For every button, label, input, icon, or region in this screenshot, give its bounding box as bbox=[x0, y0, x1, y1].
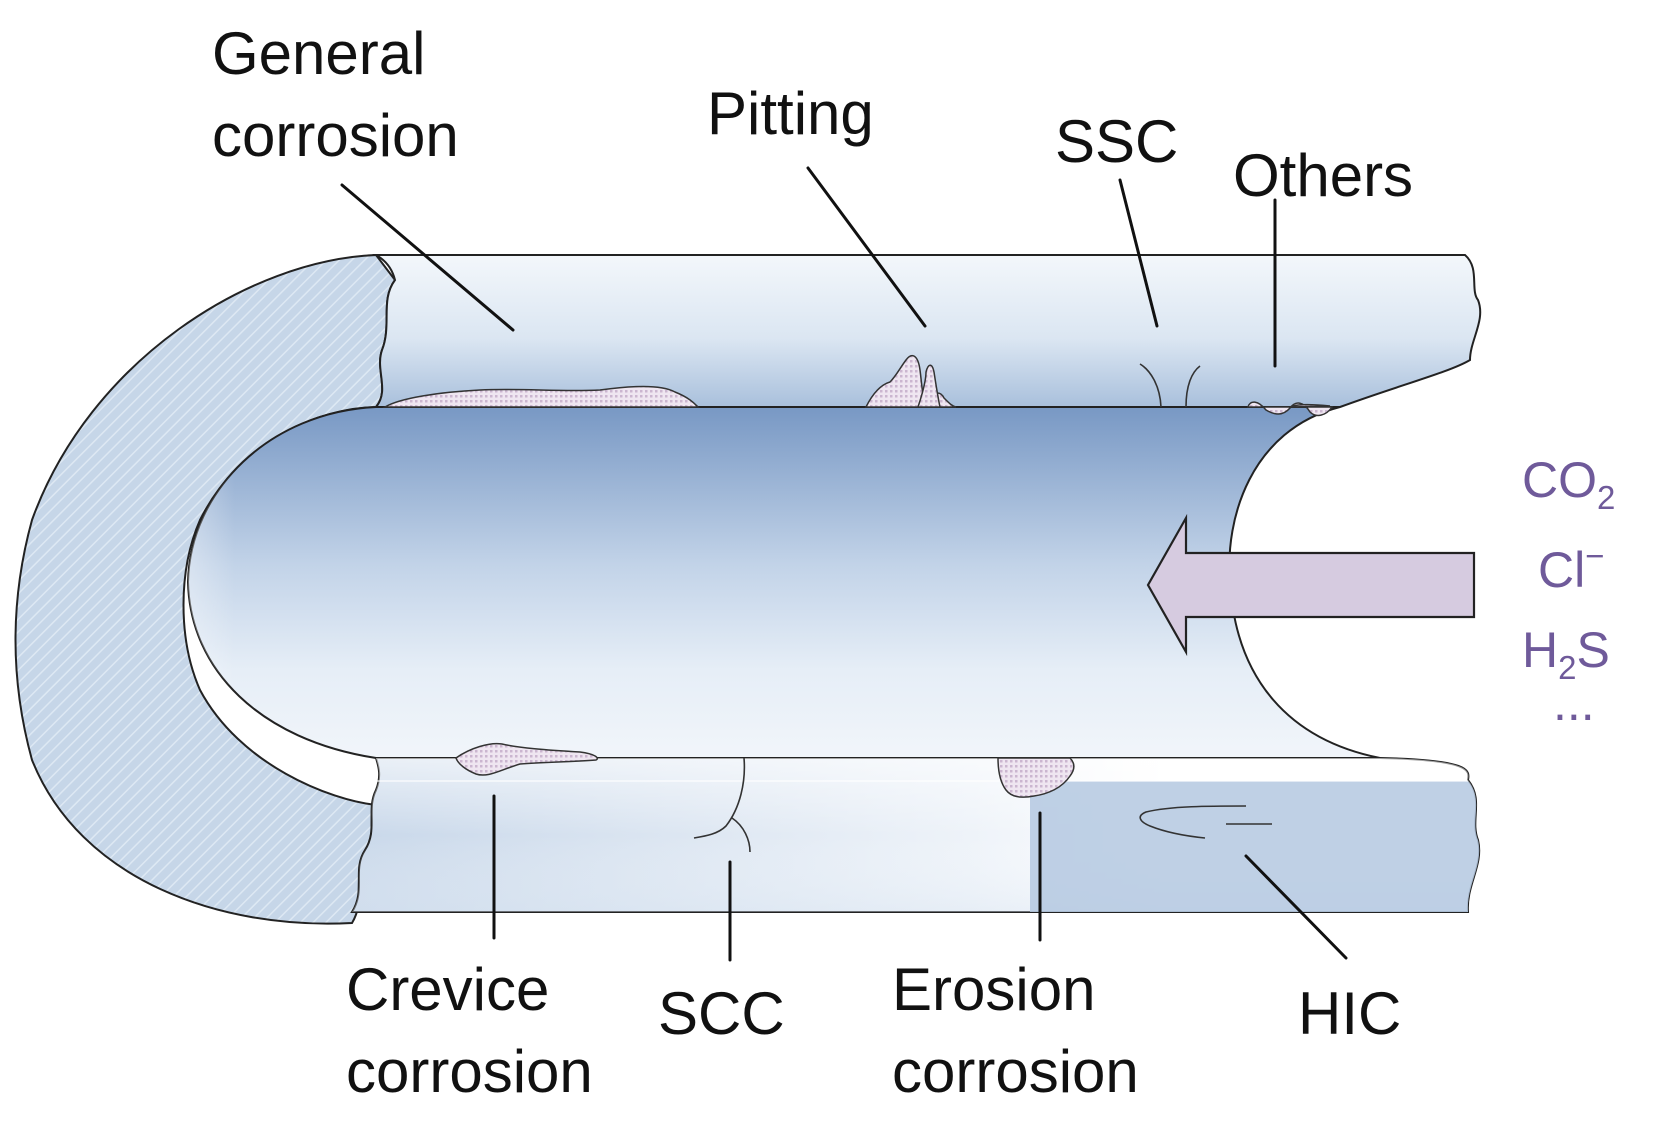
crevice-corrosion-defect bbox=[455, 742, 599, 776]
erosion-corrosion-label: Erosion corrosion bbox=[892, 956, 1139, 1105]
general-corrosion-defect bbox=[382, 385, 700, 408]
ssc-leader bbox=[1118, 178, 1159, 328]
species-more: ... bbox=[1553, 675, 1595, 731]
ssc-label: SSC bbox=[1055, 108, 1178, 175]
pitting-leader bbox=[806, 166, 927, 328]
erosion-corrosion-label-line1: Erosion bbox=[892, 956, 1095, 1023]
hic-crack bbox=[1139, 805, 1247, 839]
ssc-crack bbox=[1139, 363, 1162, 408]
general-corrosion-label-line1: General bbox=[212, 20, 425, 87]
scc-crack bbox=[693, 757, 746, 839]
crevice-corrosion-label-line1: Crevice bbox=[346, 956, 549, 1023]
hic-section bbox=[1030, 781, 1480, 912]
general-corrosion-label-line2: corrosion bbox=[212, 102, 459, 169]
general-corrosion-label: General corrosion bbox=[212, 20, 459, 169]
erosion-corrosion-label-line2: corrosion bbox=[892, 1038, 1139, 1105]
crevice-corrosion-label-line2: corrosion bbox=[346, 1038, 593, 1105]
species-co2: CO2 bbox=[1522, 452, 1615, 516]
others-defect bbox=[1247, 401, 1334, 417]
species-cl: Cl− bbox=[1538, 537, 1605, 598]
erosion-corrosion-defect bbox=[997, 757, 1075, 798]
inflow-arrow bbox=[1146, 513, 1476, 657]
pitting-label: Pitting bbox=[707, 80, 874, 147]
crevice-corrosion-label: Crevice corrosion bbox=[346, 956, 593, 1105]
scc-label: SCC bbox=[658, 980, 785, 1047]
hic-leader bbox=[1244, 854, 1348, 960]
species-h2s: H2S bbox=[1522, 622, 1610, 686]
others-label: Others bbox=[1233, 142, 1413, 209]
hic-label: HIC bbox=[1298, 980, 1401, 1047]
pipe-top-wall bbox=[372, 254, 1482, 408]
general-corrosion-leader bbox=[340, 183, 515, 332]
